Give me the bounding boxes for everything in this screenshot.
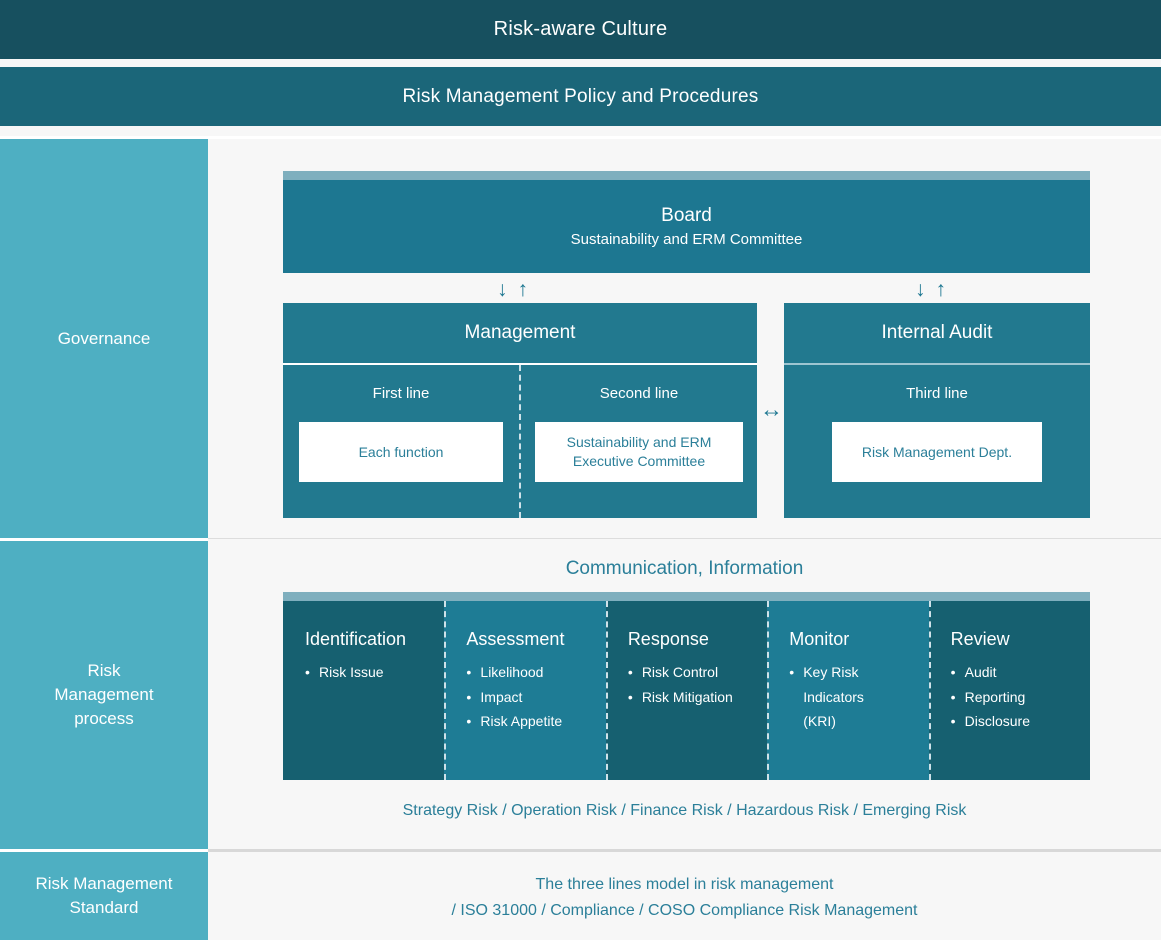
process-column-review: Review Audit Reporting Disclosure [928, 601, 1091, 780]
board-box: Board Sustainability and ERM Committee [283, 171, 1090, 273]
internal-audit-box: Internal Audit Third line Risk Managemen… [784, 303, 1090, 518]
banner-risk-management-policy: Risk Management Policy and Procedures [0, 67, 1161, 126]
process-column-response: Response Risk Control Risk Mitigation [605, 601, 768, 780]
rail-standard-line-1: Risk Management [35, 874, 173, 894]
list-item: Reporting [951, 685, 1090, 710]
process-column-monitor: Monitor Key Risk Indicators (KRI) [767, 601, 929, 780]
board-subtitle: Sustainability and ERM Committee [570, 231, 803, 248]
rail-process-line-2: Management [54, 685, 154, 705]
management-box: Management First line Each function Seco… [283, 303, 757, 518]
board-title: Board [661, 205, 712, 226]
lane-second-line-label: Second line [599, 385, 679, 402]
internal-audit-title: Internal Audit [784, 303, 1090, 365]
process-column-title: Identification [305, 629, 407, 649]
banner-culture-label: Risk-aware Culture [493, 18, 668, 40]
list-item: Risk Appetite [466, 709, 605, 734]
lane-first-line: First line Each function [283, 365, 519, 518]
process-column-identification: Identification Risk Issue [283, 601, 445, 780]
risk-process-columns: Identification Risk Issue Assessment Lik… [283, 592, 1091, 780]
arrows-board-management: ↓ ↑ [497, 279, 528, 300]
arrow-up-icon: ↑ [935, 278, 947, 301]
arrows-board-internal-audit: ↓ ↑ [915, 279, 946, 300]
list-item: Key Risk Indicators (KRI) [789, 660, 877, 734]
standard-line-1: The three lines model in risk management [535, 876, 834, 893]
process-column-title: Response [627, 629, 709, 649]
list-item: Impact [466, 685, 605, 710]
risk-types-label: Strategy Risk / Operation Risk / Finance… [402, 802, 967, 819]
list-item: Risk Issue [305, 660, 444, 685]
lane-second-line-card: Sustainability and ERM Executive Committ… [535, 422, 743, 482]
lane-third-line-label: Third line [906, 385, 968, 402]
list-item: Disclosure [951, 709, 1090, 734]
process-column-items: Risk Control Risk Mitigation [628, 660, 767, 709]
arrow-up-icon: ↑ [517, 278, 529, 301]
process-column-title: Review [950, 629, 1010, 649]
list-item: Likelihood [466, 660, 605, 685]
list-item: Risk Control [628, 660, 767, 685]
standard-line-2: / ISO 31000 / Compliance / COSO Complian… [451, 901, 918, 919]
lane-third-line-card: Risk Management Dept. [832, 422, 1042, 482]
rail-governance-text: Governance [57, 328, 151, 348]
list-item: Risk Mitigation [628, 685, 767, 710]
rail-label-risk-management-standard: Risk Management Standard [0, 849, 208, 940]
process-column-title: Assessment [466, 629, 565, 649]
lane-first-line-card: Each function [299, 422, 503, 482]
process-column-items: Risk Issue [305, 660, 444, 685]
standard-text: The three lines model in risk management… [208, 872, 1161, 923]
rail-label-governance: Governance [0, 136, 208, 538]
rail-process-line-1: Risk [87, 661, 121, 681]
rail-process-line-3: process [74, 708, 134, 728]
arrow-down-icon: ↓ [915, 278, 926, 301]
panel-standard [208, 849, 1161, 940]
lane-third-line: Third line Risk Management Dept. [784, 365, 1090, 518]
management-title: Management [283, 303, 757, 365]
management-lanes: First line Each function Second line Sus… [283, 365, 757, 518]
lane-first-line-label: First line [372, 385, 430, 402]
communication-information-label: Communication, Information [565, 558, 804, 579]
internal-audit-lanes: Third line Risk Management Dept. [784, 365, 1090, 518]
rail-standard-line-2: Standard [69, 898, 139, 917]
process-column-items: Likelihood Impact Risk Appetite [466, 660, 605, 734]
lane-second-line: Second line Sustainability and ERM Execu… [519, 365, 757, 518]
banner-policy-label: Risk Management Policy and Procedures [402, 85, 759, 107]
rail-label-risk-management-process: Risk Management process [0, 538, 208, 849]
process-column-items: Audit Reporting Disclosure [951, 660, 1090, 734]
arrow-down-icon: ↓ [497, 278, 508, 301]
process-column-items: Key Risk Indicators (KRI) [789, 660, 928, 734]
list-item: Audit [951, 660, 1090, 685]
process-column-title: Monitor [789, 629, 850, 649]
process-column-assessment: Assessment Likelihood Impact Risk Appeti… [444, 601, 606, 780]
banner-risk-aware-culture: Risk-aware Culture [0, 0, 1161, 59]
double-arrow-icon: ↔ [760, 396, 783, 422]
